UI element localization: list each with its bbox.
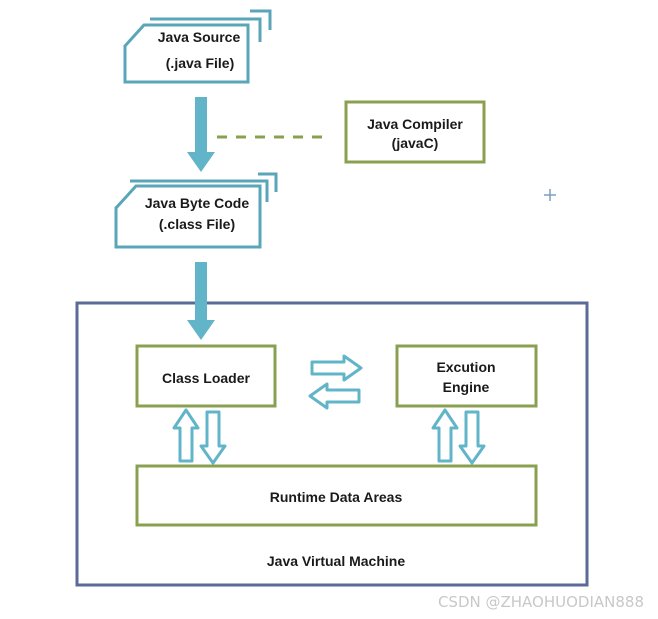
- runtime-data-areas-box: [135, 464, 538, 527]
- arrow-down-hollow-icon: [458, 410, 486, 465]
- runtime-data-areas-node: Runtime Data Areas: [135, 464, 538, 527]
- execution-engine-subtitle: Engine: [443, 379, 490, 395]
- java-source-node: Java Source (.java File): [123, 9, 272, 84]
- java-byte-code-subtitle: (.class File): [159, 216, 235, 232]
- class-loader-node: Class Loader: [135, 344, 277, 408]
- class-loader-box: [135, 344, 277, 408]
- java-byte-code-shape: [114, 184, 262, 249]
- arrow-up-hollow-icon: [172, 408, 200, 463]
- java-byte-code-title: Java Byte Code: [145, 195, 249, 211]
- execution-engine-title: Excution: [436, 359, 495, 375]
- arrow-left-hollow-icon: [308, 382, 361, 410]
- java-compiler-box: [344, 100, 486, 164]
- java-compiler-subtitle: (javaC): [392, 135, 439, 151]
- arrow-down-bytecode-to-classloader: [187, 262, 215, 340]
- doc-fold-mid-icon: [130, 179, 269, 202]
- arrow-right-hollow-icon: [310, 354, 363, 382]
- watermark: CSDN @ZHAOHUODIAN888: [437, 593, 644, 611]
- sparkle-icon: [544, 189, 556, 201]
- doc-fold-back-icon: [258, 172, 278, 192]
- arrow-down-source-to-bytecode: [187, 97, 215, 172]
- class-loader-label: Class Loader: [162, 370, 250, 386]
- java-compiler-title: Java Compiler: [367, 116, 463, 132]
- java-source-shape: [123, 23, 250, 84]
- runtime-data-areas-label: Runtime Data Areas: [270, 489, 403, 505]
- java-source-subtitle: (.java File): [166, 55, 234, 71]
- doc-fold-mid-icon: [150, 17, 262, 42]
- arrow-down-hollow-icon: [199, 410, 227, 465]
- java-byte-code-node: Java Byte Code (.class File): [114, 172, 278, 249]
- java-compiler-node: Java Compiler (javaC): [344, 100, 486, 164]
- arrow-up-hollow-icon: [431, 408, 459, 463]
- execution-engine-node: Excution Engine: [395, 344, 538, 408]
- doc-fold-back-icon: [250, 9, 272, 30]
- java-source-title: Java Source: [158, 29, 241, 45]
- jvm-label: Java Virtual Machine: [267, 553, 405, 569]
- execution-engine-box: [395, 344, 538, 408]
